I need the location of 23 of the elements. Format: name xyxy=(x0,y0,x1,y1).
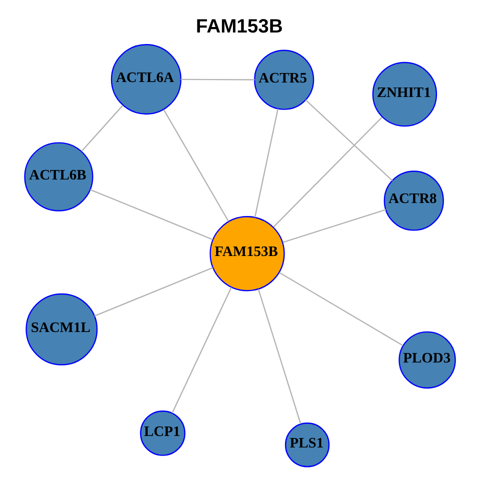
node-circle: ACTL6A xyxy=(110,44,182,115)
node-circle: ZNHIT1 xyxy=(372,62,438,127)
node-circle: FAM153B xyxy=(210,216,285,292)
connector xyxy=(172,287,232,414)
node-circle: SACM1L xyxy=(26,293,98,366)
connector xyxy=(258,288,302,424)
node-circle: ACTR8 xyxy=(384,170,444,231)
connector xyxy=(273,116,382,228)
connector xyxy=(81,105,124,152)
node-circle: ACTL6B xyxy=(24,142,94,212)
connector xyxy=(254,108,279,218)
connector xyxy=(90,189,213,240)
connector xyxy=(305,99,393,182)
connector xyxy=(282,209,386,243)
connector xyxy=(279,272,404,346)
connector xyxy=(180,78,255,80)
node-circle: LCP1 xyxy=(140,410,186,456)
connector xyxy=(163,109,229,222)
node-circle: PLS1 xyxy=(284,422,330,468)
connector xyxy=(94,267,213,317)
node-circle: ACTR5 xyxy=(254,50,314,110)
node-circle: PLOD3 xyxy=(398,331,456,389)
diagram-title: FAM153B xyxy=(196,16,283,38)
